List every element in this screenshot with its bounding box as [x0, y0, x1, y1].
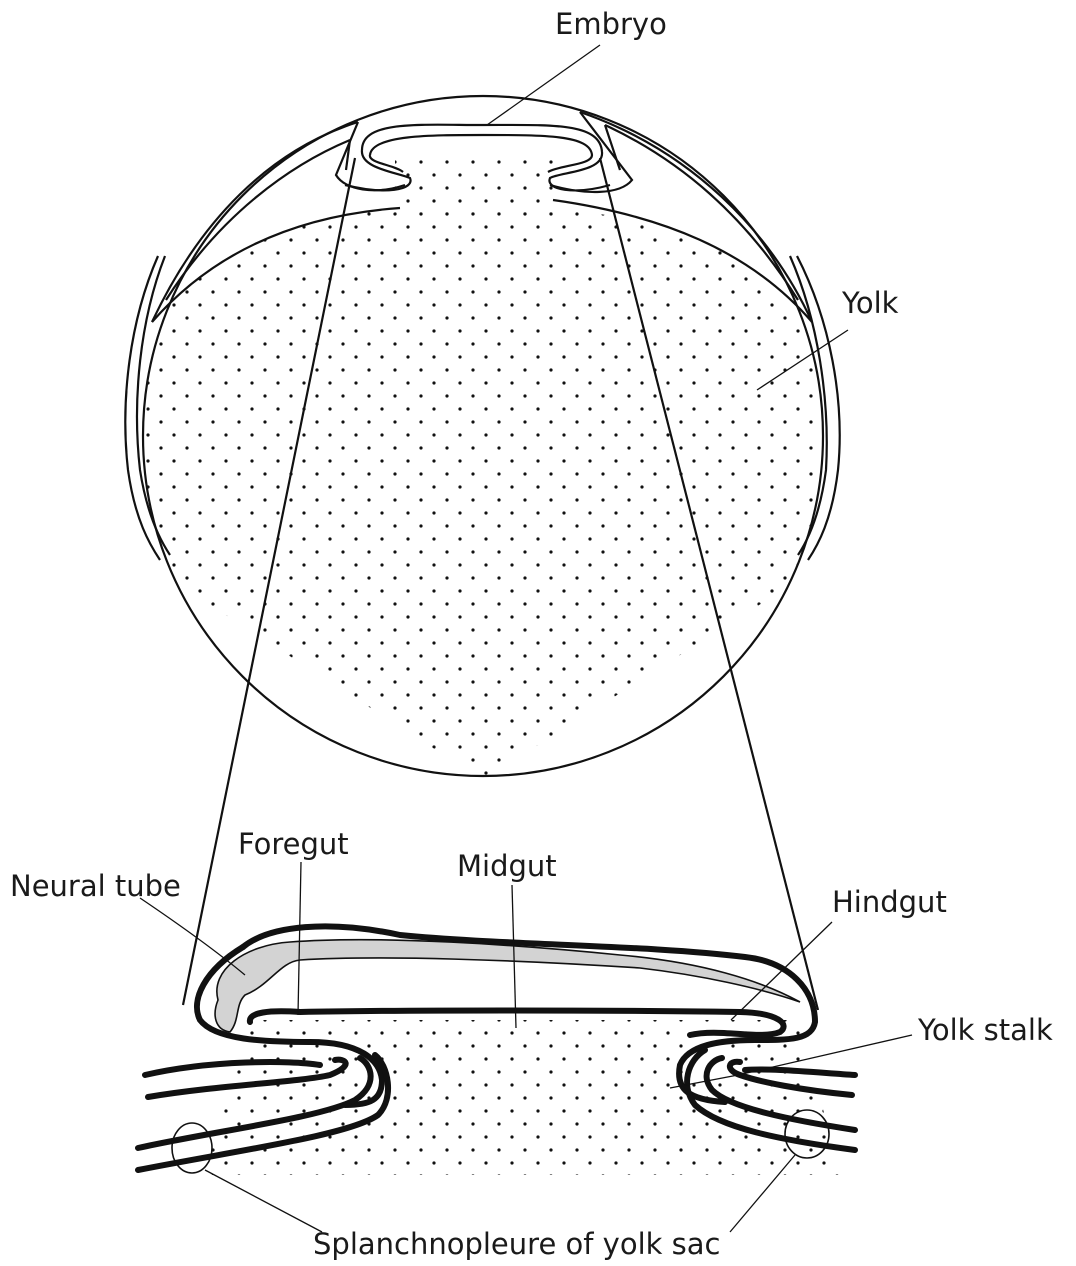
neural-tube-label: Neural tube [10, 869, 181, 903]
embryo-on-yolk-sphere [125, 45, 848, 780]
embryo-label: Embryo [555, 7, 667, 41]
enlarged-embryo-section [138, 862, 912, 1232]
hindgut-label: Hindgut [832, 885, 947, 919]
splanchnopleure-leader-left [205, 1170, 322, 1232]
foregut-label: Foregut [238, 827, 349, 861]
foregut-leader-line [298, 862, 301, 1015]
yolk-label: Yolk [841, 286, 899, 320]
splanchnopleure-label: Splanchnopleure of yolk sac [313, 1227, 720, 1261]
left-splanchnopleure-marker [172, 1123, 212, 1173]
yolk-stalk-label: Yolk stalk [917, 1013, 1053, 1047]
midgut-label: Midgut [457, 849, 557, 883]
